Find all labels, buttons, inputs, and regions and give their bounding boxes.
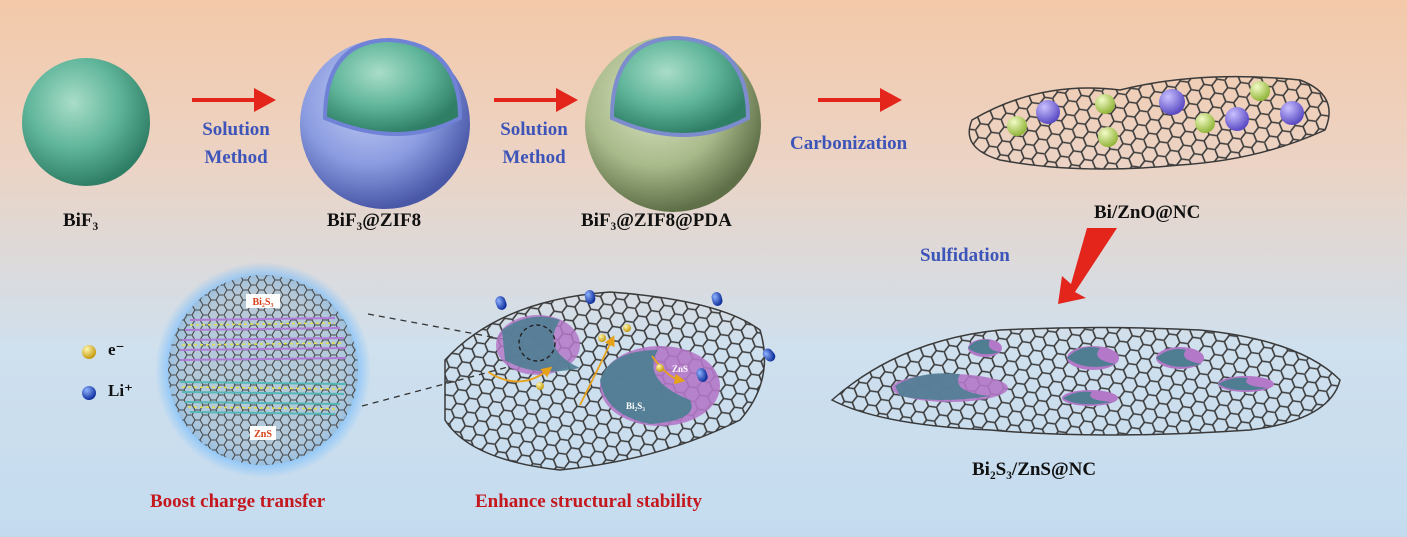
graphene-sheet-detail: Bi₂S₃ ZnS bbox=[444, 291, 766, 471]
cage-sphere: Bi₂S₃ ZnS bbox=[155, 262, 371, 478]
legend-lithium-label: Li⁺ bbox=[108, 381, 134, 400]
caption-enhance-structural-stability: Enhance structural stability bbox=[475, 491, 702, 512]
label-bif3-zif8-pda: BiF₃@ZIF8@PDA bbox=[581, 210, 732, 231]
arrow-2 bbox=[494, 88, 578, 112]
bif3-zif8-pda-sphere bbox=[585, 35, 761, 212]
label-bi2s3-zns-nc: Bi₂S₃/ZnS@NC bbox=[972, 459, 1097, 480]
bif3-sphere bbox=[22, 58, 150, 186]
lithium-ions bbox=[495, 290, 776, 382]
sphere-zns-tag: ZnS bbox=[254, 429, 272, 440]
bi2s3-zns-nc-sheet bbox=[830, 326, 1341, 436]
step-sulfidation: Sulfidation bbox=[920, 245, 1010, 266]
legend-electron-label: e⁻ bbox=[108, 340, 125, 359]
label-bif3-zif8: BiF₃@ZIF8 bbox=[327, 210, 422, 231]
zoom-line-top bbox=[367, 313, 509, 341]
lithium-legend-dot bbox=[82, 386, 96, 400]
sheet-zns-tag: ZnS bbox=[672, 364, 688, 374]
arrow-sulfidation bbox=[1058, 228, 1117, 304]
arrow-1 bbox=[192, 88, 276, 112]
step-solution-method-2: Solution Method bbox=[500, 119, 568, 168]
arrow-3 bbox=[818, 88, 902, 112]
sphere-bi2s3-tag: Bi₂S₃ bbox=[252, 297, 273, 308]
label-bi-zno-nc: Bi/ZnO@NC bbox=[1094, 202, 1201, 223]
label-bif3: BiF₃ bbox=[63, 210, 99, 231]
sheet-bi2s3-tag: Bi₂S₃ bbox=[626, 401, 645, 411]
electron-legend-dot bbox=[82, 345, 96, 359]
step-solution-method-1: Solution Method bbox=[202, 119, 270, 168]
bif3-zif8-sphere bbox=[300, 37, 470, 209]
step-carbonization: Carbonization bbox=[790, 133, 908, 154]
caption-boost-charge-transfer: Boost charge transfer bbox=[150, 491, 326, 512]
bi-zno-nc-sheet bbox=[968, 75, 1330, 170]
